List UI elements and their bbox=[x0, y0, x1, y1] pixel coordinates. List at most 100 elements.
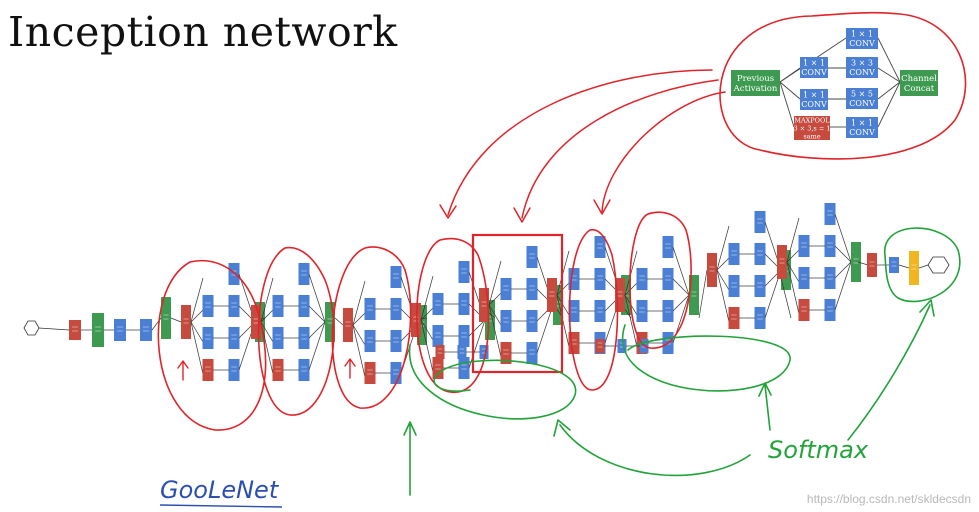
conv-block bbox=[458, 357, 470, 379]
module-circle bbox=[719, 11, 967, 160]
conv-block bbox=[364, 330, 376, 352]
module-edge bbox=[877, 81, 901, 100]
softmax-arrow-1 bbox=[403, 421, 417, 496]
conv-block bbox=[754, 211, 766, 233]
conv-block bbox=[364, 298, 376, 320]
maxpool-block bbox=[202, 359, 214, 381]
connector-line bbox=[716, 257, 730, 271]
maxpool-box bbox=[794, 116, 830, 140]
circle-6 bbox=[568, 228, 619, 391]
connector-line bbox=[260, 321, 274, 343]
conv-1x1-box-text: 1 × 1 bbox=[851, 119, 873, 128]
stem-layer-block bbox=[92, 313, 104, 347]
connector-line bbox=[334, 317, 344, 326]
maxpool-block bbox=[272, 359, 284, 381]
conv-block bbox=[390, 298, 402, 320]
conv-block bbox=[432, 293, 444, 315]
connector-line bbox=[786, 249, 800, 263]
conv-1x1-box bbox=[800, 57, 828, 78]
connector-line bbox=[672, 246, 690, 296]
aux-fc-block bbox=[479, 345, 489, 359]
stem-layer-block bbox=[69, 320, 81, 340]
conv-3x3-box bbox=[846, 57, 878, 78]
connector-line bbox=[624, 282, 638, 296]
connector-line bbox=[834, 213, 852, 263]
conv-1x1-box-text: CONV bbox=[849, 39, 875, 48]
conv-block bbox=[390, 330, 402, 352]
conv-block bbox=[272, 295, 284, 317]
conv-block bbox=[298, 295, 310, 317]
connector-line bbox=[786, 261, 800, 315]
connector-line bbox=[918, 264, 929, 269]
connector-line bbox=[468, 319, 486, 369]
maxpool-block bbox=[728, 307, 740, 329]
softmax-arrow-3 bbox=[758, 382, 772, 431]
conv-3x3-box-text: CONV bbox=[849, 68, 875, 77]
conv-block bbox=[754, 275, 766, 297]
maxpool-box-text: MAXPOOL bbox=[794, 116, 830, 124]
connector-line bbox=[420, 275, 434, 321]
googlenet-label: GooLeNet bbox=[160, 476, 280, 504]
conv-1x1-box-text: CONV bbox=[849, 128, 875, 137]
conv-block bbox=[594, 300, 606, 322]
conv-5x5-box bbox=[846, 88, 878, 109]
connector-line bbox=[488, 260, 502, 306]
connector-line bbox=[786, 217, 800, 263]
conv-block bbox=[728, 243, 740, 265]
connector-line bbox=[488, 292, 502, 306]
arrow-3-head bbox=[593, 199, 611, 215]
arrow-1 bbox=[447, 69, 713, 216]
conv-block bbox=[228, 359, 240, 381]
module-input-block bbox=[479, 288, 489, 322]
module-edge bbox=[877, 37, 901, 83]
connector-line bbox=[420, 319, 434, 373]
arrow-2 bbox=[521, 79, 719, 219]
connector-line bbox=[170, 317, 182, 323]
connector-line bbox=[488, 304, 502, 358]
conv-block bbox=[568, 300, 580, 322]
conv-block bbox=[824, 267, 836, 289]
page-title: Inception network bbox=[8, 8, 398, 56]
connector-line bbox=[420, 307, 434, 321]
maxpool-box-text: same bbox=[803, 132, 820, 140]
filter-concat-block bbox=[689, 275, 699, 315]
module-input-block bbox=[343, 308, 353, 342]
arrow-3 bbox=[601, 91, 726, 213]
softmax-arrow-2 bbox=[553, 419, 751, 477]
circle-7 bbox=[629, 211, 692, 349]
conv-block bbox=[754, 307, 766, 329]
connector-line bbox=[716, 269, 730, 291]
conv-block bbox=[228, 263, 240, 285]
conv-1x1-box bbox=[846, 28, 878, 49]
conv-block bbox=[568, 268, 580, 290]
googlenet-network bbox=[23, 203, 950, 384]
connector-line bbox=[834, 261, 852, 311]
connector-line bbox=[488, 304, 502, 326]
conv-block bbox=[526, 246, 538, 268]
conv-block bbox=[754, 243, 766, 265]
module-input-block bbox=[547, 278, 557, 312]
softmax-block bbox=[909, 251, 919, 285]
stem-layer-block bbox=[140, 319, 152, 341]
circle-1 bbox=[157, 259, 267, 431]
module-edge bbox=[779, 81, 801, 100]
connector-line bbox=[352, 280, 366, 326]
connector-line bbox=[308, 273, 326, 323]
up-arrow-2 bbox=[344, 358, 356, 379]
conv-block bbox=[798, 235, 810, 257]
filter-concat-block bbox=[553, 285, 563, 325]
connector-line bbox=[190, 321, 204, 375]
maxpool-block bbox=[364, 362, 376, 384]
conv-block bbox=[500, 278, 512, 300]
conv-block bbox=[824, 203, 836, 225]
stem-layer-block bbox=[161, 297, 171, 339]
conv-block bbox=[824, 235, 836, 257]
input-node bbox=[23, 320, 40, 336]
connector-line bbox=[698, 269, 708, 319]
fc-block bbox=[889, 257, 899, 273]
connector-line bbox=[190, 309, 204, 323]
googlenet-underline bbox=[159, 504, 283, 508]
aux-loop-1 bbox=[409, 344, 577, 420]
conv-block bbox=[432, 325, 444, 347]
module-input-block bbox=[411, 303, 421, 337]
